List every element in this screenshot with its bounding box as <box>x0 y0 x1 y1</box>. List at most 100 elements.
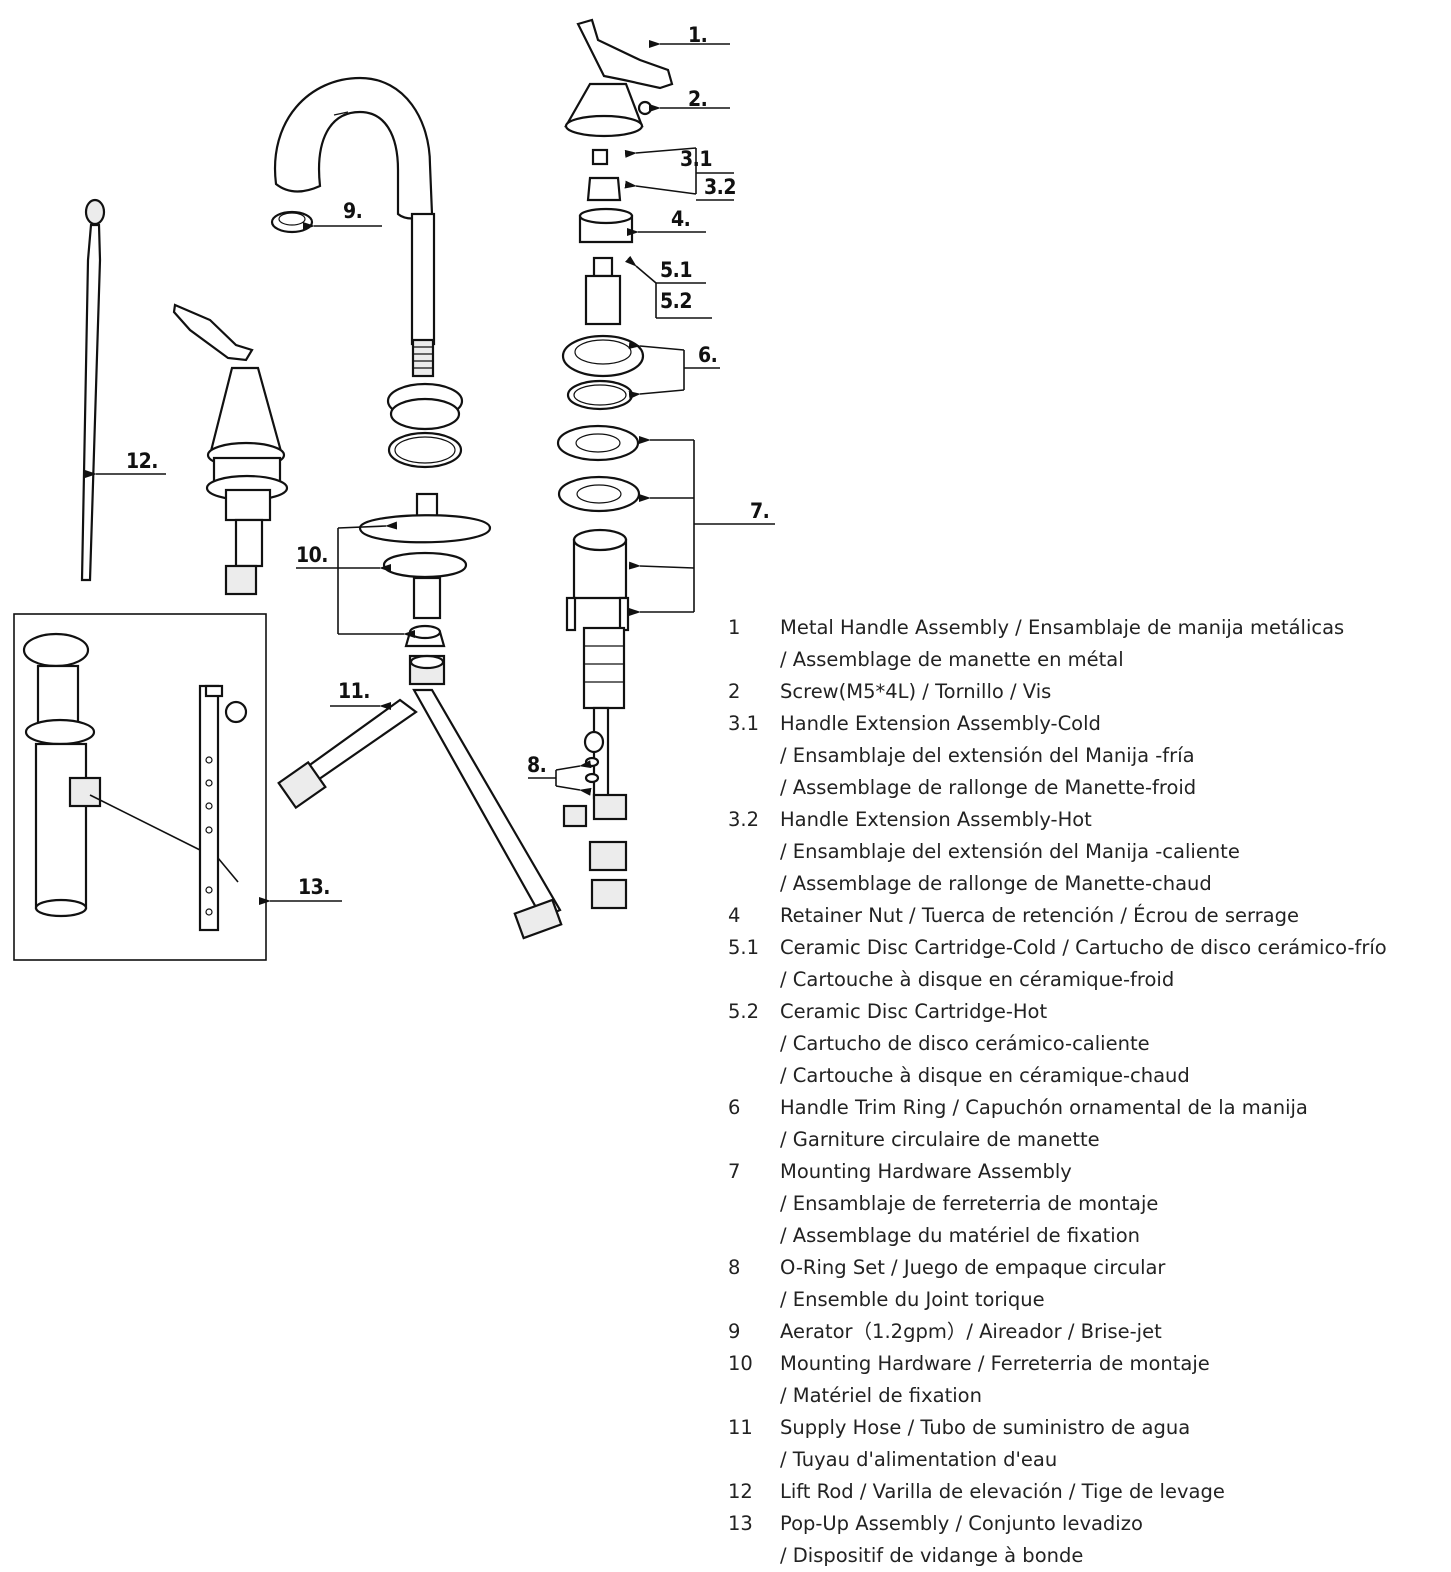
legend-row: 3.1 Handle Extension Assembly-Cold <box>728 708 1448 740</box>
legend-part-number: 5.1 <box>728 936 760 959</box>
callout-5-2: 5.2 <box>660 289 692 313</box>
legend-part-number: 3.2 <box>728 808 760 831</box>
aerator-drawing <box>270 210 314 234</box>
legend-part-number <box>728 836 780 868</box>
callout-leaders <box>85 40 775 905</box>
legend-part-description: / Cartouche à disque en céramique-froid <box>780 968 1175 991</box>
legend-row: / Tuyau d'alimentation d'eau <box>728 1444 1448 1476</box>
legend-part-description: Mounting Hardware / Ferreterria de monta… <box>780 1352 1210 1375</box>
legend-row: / Assemblage de manette en métal <box>728 644 1448 676</box>
legend-part-number <box>728 1124 780 1156</box>
legend-row: / Assemblage du matériel de fixation <box>728 1220 1448 1252</box>
legend-row: 10 Mounting Hardware / Ferreterria de mon… <box>728 1348 1448 1380</box>
legend-part-description: / Ensamblaje del extensión del Manija -f… <box>780 744 1195 767</box>
legend-row: 8 O-Ring Set / Juego de empaque circular <box>728 1252 1448 1284</box>
legend-part-description: / Matériel de fixation <box>780 1384 982 1407</box>
legend-part-number <box>728 868 780 900</box>
legend-part-number: 8 <box>728 1256 741 1279</box>
legend-part-number <box>728 1060 780 1092</box>
callout-10: 10. <box>296 543 328 567</box>
legend-part-description: Handle Extension Assembly-Hot <box>780 808 1092 831</box>
lift-rod-drawing <box>80 198 106 582</box>
legend-part-number <box>728 1220 780 1252</box>
legend-part-description: O-Ring Set / Juego de empaque circular <box>780 1256 1166 1279</box>
legend-part-number <box>728 1540 780 1572</box>
legend-part-number: 5.2 <box>728 1000 760 1023</box>
legend-part-number: 7 <box>728 1160 741 1183</box>
legend-part-number: 6 <box>728 1096 741 1119</box>
callout-6: 6. <box>698 343 717 367</box>
legend-part-number: 9 <box>728 1320 741 1343</box>
legend-part-description: / Ensemble du Joint torique <box>780 1288 1045 1311</box>
legend-part-description: Metal Handle Assembly / Ensamblaje de ma… <box>780 616 1345 639</box>
pop-up-assembly-drawing <box>13 613 267 961</box>
legend-row: / Cartouche à disque en céramique-froid <box>728 964 1448 996</box>
legend-row: 6 Handle Trim Ring / Capuchón ornamental … <box>728 1092 1448 1124</box>
legend-part-description: Pop-Up Assembly / Conjunto levadizo <box>780 1512 1143 1535</box>
callout-4: 4. <box>671 207 690 231</box>
legend-row: / Assemblage de rallonge de Manette-chau… <box>728 868 1448 900</box>
legend-part-description: / Cartucho de disco cerámico-caliente <box>780 1032 1150 1055</box>
legend-part-number <box>728 772 780 804</box>
legend-part-description: Retainer Nut / Tuerca de retención / Écr… <box>780 904 1299 927</box>
callout-5-1: 5.1 <box>660 258 692 282</box>
legend-row: / Matériel de fixation <box>728 1380 1448 1412</box>
legend-part-description: / Garniture circulaire de manette <box>780 1128 1100 1151</box>
legend-part-description: Screw(M5*4L) / Tornillo / Vis <box>780 680 1052 703</box>
legend-part-number <box>728 964 780 996</box>
legend-part-description: / Assemblage du matériel de fixation <box>780 1224 1141 1247</box>
legend-part-description: / Assemblage de rallonge de Manette-froi… <box>780 776 1197 799</box>
callout-3-2: 3.2 <box>704 175 736 199</box>
legend-part-number: 11 <box>728 1416 753 1439</box>
legend-part-description: Mounting Hardware Assembly <box>780 1160 1072 1183</box>
legend-row: / Ensemble du Joint torique <box>728 1284 1448 1316</box>
callout-7: 7. <box>750 499 769 523</box>
callout-1: 1. <box>688 23 707 47</box>
legend-part-number <box>728 1028 780 1060</box>
legend-part-number <box>728 1380 780 1412</box>
legend-row: 2 Screw(M5*4L) / Tornillo / Vis <box>728 676 1448 708</box>
legend-part-number: 2 <box>728 680 741 703</box>
legend-part-number: 10 <box>728 1352 753 1375</box>
legend-part-number: 13 <box>728 1512 753 1535</box>
legend-part-number <box>728 644 780 676</box>
legend-part-description: Handle Extension Assembly-Cold <box>780 712 1101 735</box>
legend-part-number <box>728 1284 780 1316</box>
parts-legend: 1 Metal Handle Assembly / Ensamblaje de m… <box>728 612 1448 1572</box>
legend-part-description: / Ensamblaje de ferreterria de montaje <box>780 1192 1159 1215</box>
legend-row: 1 Metal Handle Assembly / Ensamblaje de m… <box>728 612 1448 644</box>
cold-valve-stack-drawing <box>556 18 674 910</box>
legend-row: 7 Mounting Hardware Assembly <box>728 1156 1448 1188</box>
legend-part-description: Handle Trim Ring / Capuchón ornamental d… <box>780 1096 1308 1119</box>
callout-2: 2. <box>688 87 707 111</box>
spout-drawing <box>273 76 563 940</box>
legend-row: 3.2 Handle Extension Assembly-Hot <box>728 804 1448 836</box>
legend-part-description: / Tuyau d'alimentation d'eau <box>780 1448 1058 1471</box>
legend-part-number: 4 <box>728 904 741 927</box>
callout-3-1: 3.1 <box>680 147 712 171</box>
legend-part-description: Aerator（1.2gpm）/ Aireador / Brise-jet <box>780 1320 1162 1343</box>
legend-part-description: Ceramic Disc Cartridge-Cold / Cartucho d… <box>780 936 1387 959</box>
callout-11: 11. <box>338 679 370 703</box>
legend-part-number <box>728 1444 780 1476</box>
legend-row: / Assemblage de rallonge de Manette-froi… <box>728 772 1448 804</box>
legend-part-description: / Cartouche à disque en céramique-chaud <box>780 1064 1190 1087</box>
callout-9: 9. <box>343 199 362 223</box>
legend-row: 4 Retainer Nut / Tuerca de retención / Éc… <box>728 900 1448 932</box>
legend-part-description: / Dispositif de vidange à bonde <box>780 1544 1084 1567</box>
legend-row: 5.2 Ceramic Disc Cartridge-Hot <box>728 996 1448 1028</box>
legend-part-number <box>728 1188 780 1220</box>
legend-row: / Cartucho de disco cerámico-caliente <box>728 1028 1448 1060</box>
legend-row: / Ensamblaje del extensión del Manija -c… <box>728 836 1448 868</box>
legend-part-number: 1 <box>728 616 741 639</box>
hot-valve-drawing <box>172 303 289 596</box>
legend-row: / Cartouche à disque en céramique-chaud <box>728 1060 1448 1092</box>
legend-row: 5.1 Ceramic Disc Cartridge-Cold / Cartuch… <box>728 932 1448 964</box>
legend-part-number: 12 <box>728 1480 753 1503</box>
legend-row: 9 Aerator（1.2gpm）/ Aireador / Brise-jet <box>728 1316 1448 1348</box>
legend-part-number: 3.1 <box>728 712 760 735</box>
legend-part-description: Ceramic Disc Cartridge-Hot <box>780 1000 1048 1023</box>
legend-part-description: / Ensamblaje del extensión del Manija -c… <box>780 840 1240 863</box>
